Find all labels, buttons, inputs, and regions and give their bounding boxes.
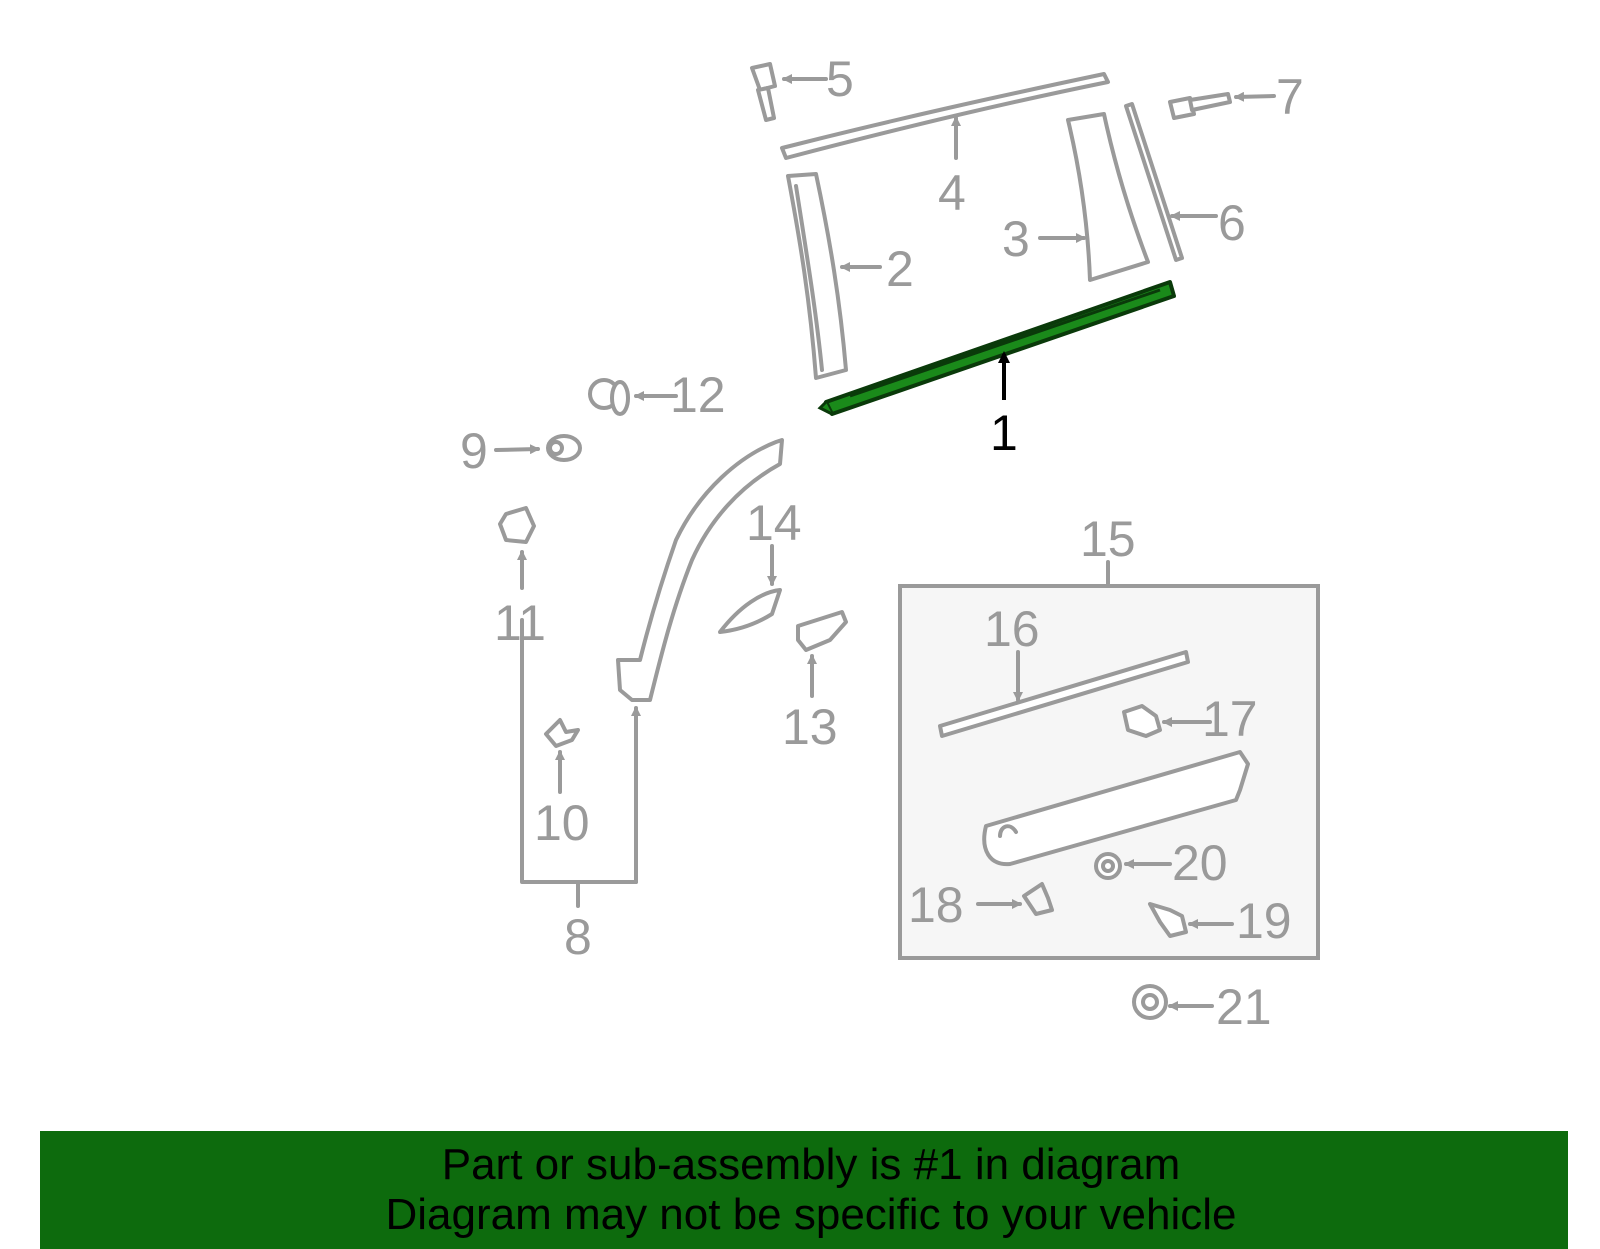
callout-6: 6 — [1218, 195, 1246, 251]
part-3-pillar-garnish — [1038, 112, 1150, 282]
callout-5: 5 — [826, 51, 854, 107]
part-14-garnish — [718, 544, 782, 634]
part-10-clip — [544, 718, 580, 794]
part-6-strip — [1124, 102, 1218, 262]
callout-7: 7 — [1276, 69, 1304, 125]
callout-3: 3 — [1002, 211, 1030, 267]
callout-14: 14 — [746, 495, 802, 551]
banner-line-disclaimer: Diagram may not be specific to your vehi… — [385, 1190, 1237, 1239]
part-7-clip — [1168, 91, 1276, 120]
callout-17: 17 — [1202, 691, 1258, 747]
callout-21: 21 — [1216, 979, 1272, 1035]
callout-12: 12 — [670, 367, 726, 423]
part-2-pillar-garnish — [786, 172, 882, 380]
callout-18: 18 — [908, 877, 964, 933]
parts-diagram: 1 2 3 4 5 6 7 8 9 10 11 12 13 14 15 16 1… — [460, 51, 1320, 1035]
callout-19: 19 — [1236, 893, 1292, 949]
callout-20: 20 — [1172, 835, 1228, 891]
part-1-belt-molding — [817, 280, 1176, 416]
callout-11: 11 — [494, 595, 546, 651]
callout-8: 8 — [564, 909, 592, 965]
part-9-nut — [494, 434, 582, 462]
part-12-clip — [588, 378, 678, 416]
part-4-roof-molding — [780, 72, 1110, 160]
info-banner: Part or sub-assembly is #1 in diagram Di… — [40, 1131, 1568, 1249]
callout-2: 2 — [886, 241, 914, 297]
callout-16: 16 — [984, 601, 1040, 657]
part-15-subassembly-box — [898, 560, 1320, 960]
part-11-clip — [498, 506, 536, 590]
callout-9: 9 — [460, 423, 488, 479]
part-5-clip — [750, 62, 828, 122]
part-13-bracket — [796, 610, 848, 698]
banner-line-part-note: Part or sub-assembly is #1 in diagram — [441, 1140, 1181, 1189]
part-21-nut — [1132, 984, 1214, 1020]
callout-1: 1 — [990, 405, 1018, 461]
part-8-arch-molding — [520, 438, 784, 908]
callout-4: 4 — [938, 165, 966, 221]
callout-15: 15 — [1080, 511, 1136, 567]
callout-10: 10 — [534, 795, 590, 851]
callout-13: 13 — [782, 699, 838, 755]
